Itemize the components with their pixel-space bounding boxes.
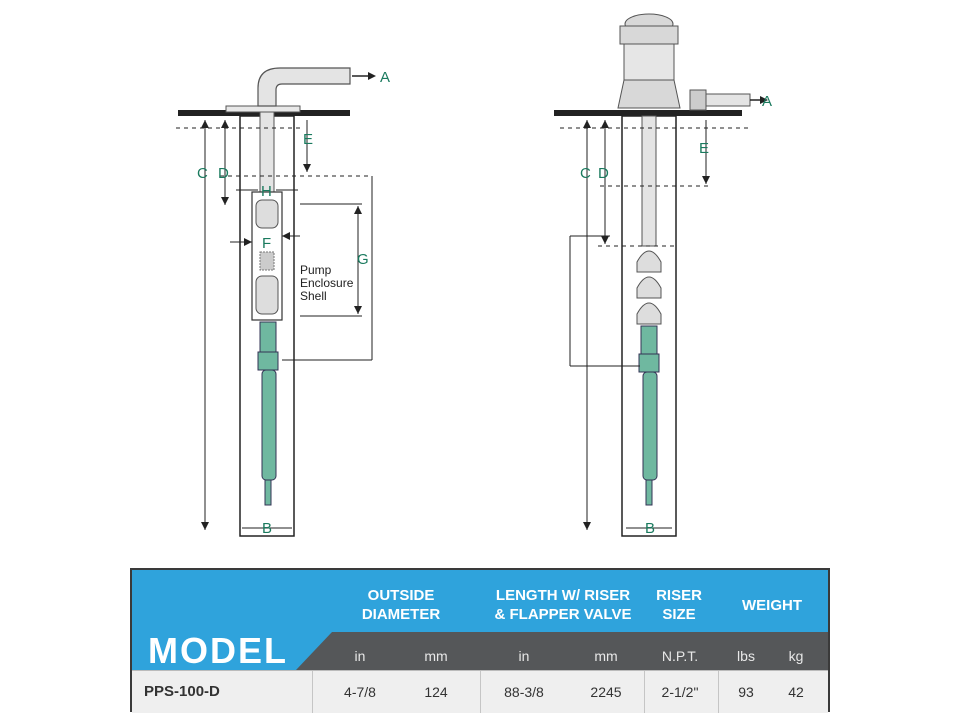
label-e-right: E	[699, 140, 709, 157]
unit-mm-diameter: mm	[424, 648, 448, 664]
pump-intake	[259, 321, 277, 353]
model-cell: PPS-100-D	[144, 683, 220, 700]
unit-mm-length: mm	[594, 648, 618, 664]
model-title: MODEL	[148, 630, 288, 671]
header-riser-size: RISER SIZE	[656, 587, 702, 623]
cell-weight-lbs: 93	[738, 684, 754, 700]
unit-lbs: lbs	[737, 648, 755, 664]
discharge-elbow	[257, 67, 351, 107]
right-pump-diagram: A B C D E	[554, 13, 772, 537]
cell-length-mm: 2245	[590, 684, 622, 700]
model-band	[132, 632, 332, 670]
label-a-right: A	[762, 93, 772, 110]
ground-line-right	[554, 110, 742, 116]
pump-intake-right	[640, 325, 658, 355]
label-c-right: C	[580, 165, 591, 182]
label-b-right: B	[645, 520, 655, 537]
cell-od-mm: 124	[424, 684, 448, 700]
riser-pipe	[641, 115, 657, 247]
unit-kg: kg	[788, 648, 804, 664]
callout-pump: Pump	[300, 263, 332, 277]
label-f-left: F	[262, 235, 271, 252]
label-c-left: C	[197, 165, 208, 182]
left-pump-diagram: A B C D E F G H Pump Enclosure Shell	[176, 67, 390, 537]
label-g-left: G	[357, 251, 369, 268]
cell-length-in: 88-3/8	[504, 684, 544, 700]
label-d-right: D	[598, 165, 609, 182]
cell-weight-kg: 42	[788, 684, 804, 700]
label-e-left: E	[303, 131, 313, 148]
label-d-left: D	[218, 165, 229, 182]
callout-enclosure: Enclosure	[300, 276, 354, 290]
cell-od-in: 4-7/8	[344, 684, 376, 700]
unit-in-length: in	[518, 648, 530, 664]
label-a-left: A	[380, 69, 390, 86]
cell-riser-size: 2-1/2"	[661, 684, 699, 700]
pump-diagram: A B C D E F G H Pump Enclosure Shell	[176, 13, 772, 537]
unit-in-diameter: in	[354, 648, 366, 664]
header-weight: WEIGHT	[742, 597, 802, 614]
table-row: PPS-100-D 4-7/8 124 88-3/8 2245 2-1/2" 9…	[132, 670, 828, 713]
callout-shell: Shell	[300, 289, 327, 303]
pump-motor-right	[642, 371, 658, 481]
label-h-left: H	[261, 183, 272, 200]
header-outside-diameter: OUTSIDE DIAMETER	[361, 587, 441, 623]
unit-npt: N.P.T.	[661, 648, 699, 664]
pump-motor	[261, 369, 277, 481]
spec-table: MODEL OUTSIDE DIAMETER LENGTH W/ RISER &…	[130, 568, 830, 713]
label-b-left: B	[262, 520, 272, 537]
header-length: LENGTH W/ RISER & FLAPPER VALVE	[494, 587, 632, 623]
top-flange	[225, 105, 301, 113]
